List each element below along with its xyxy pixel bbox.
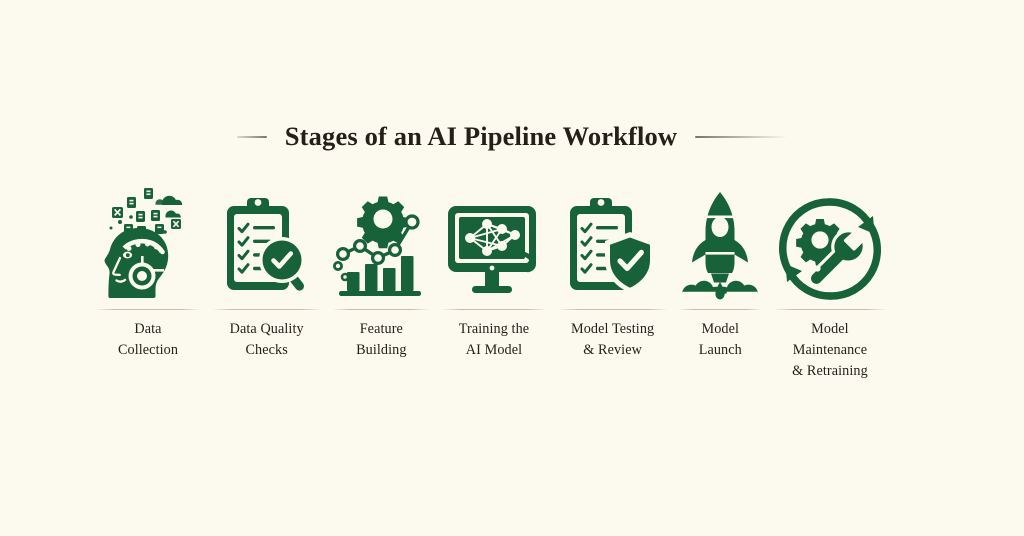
stage-label: Training the AI Model [458,321,530,358]
stage-divider [679,309,762,310]
stage-item-training-ai-model: Training the AI Model [441,186,546,361]
gear-chart-bars-icon [333,186,429,302]
stage-label: Data Quality Checks [229,321,304,358]
stage-item-model-testing-review: Model Testing & Review [558,186,667,361]
stage-divider [773,309,886,310]
stage-item-model-launch: Model Launch [678,186,762,361]
clipboard-magnifier-check-icon [219,186,315,302]
stage-label: Model Testing & Review [571,321,655,358]
stage-label: Model Maintenance & Retraining [792,321,868,379]
stage-item-data-collection: Data Collection [96,186,200,361]
rocket-launch-icon [678,186,762,302]
stage-label: Feature Building [356,321,407,358]
monitor-neural-network-icon [444,186,544,302]
title-rule-right [695,135,788,138]
page-title: Stages of an AI Pipeline Workflow [284,121,678,151]
stage-divider [96,309,200,310]
clipboard-shield-check-icon [564,186,662,302]
stage-divider [212,309,321,310]
stage-divider [558,309,667,310]
gear-wrench-cycle-icon [778,186,882,302]
stage-list: Data Collection [96,186,886,382]
stage-divider [441,309,546,310]
stage-divider [333,309,430,310]
title-rule-left [236,135,267,138]
stage-item-model-maintenance-retraining: Model Maintenance & Retraining [773,186,886,382]
stage-item-feature-building: Feature Building [333,186,430,361]
stage-item-data-quality-checks: Data Quality Checks [212,186,321,361]
stage-label: Data Collection [117,321,179,358]
stage-label: Model Launch [698,321,742,358]
head-brain-data-icon [98,186,198,302]
title-row: Stages of an AI Pipeline Workflow [0,121,1024,151]
